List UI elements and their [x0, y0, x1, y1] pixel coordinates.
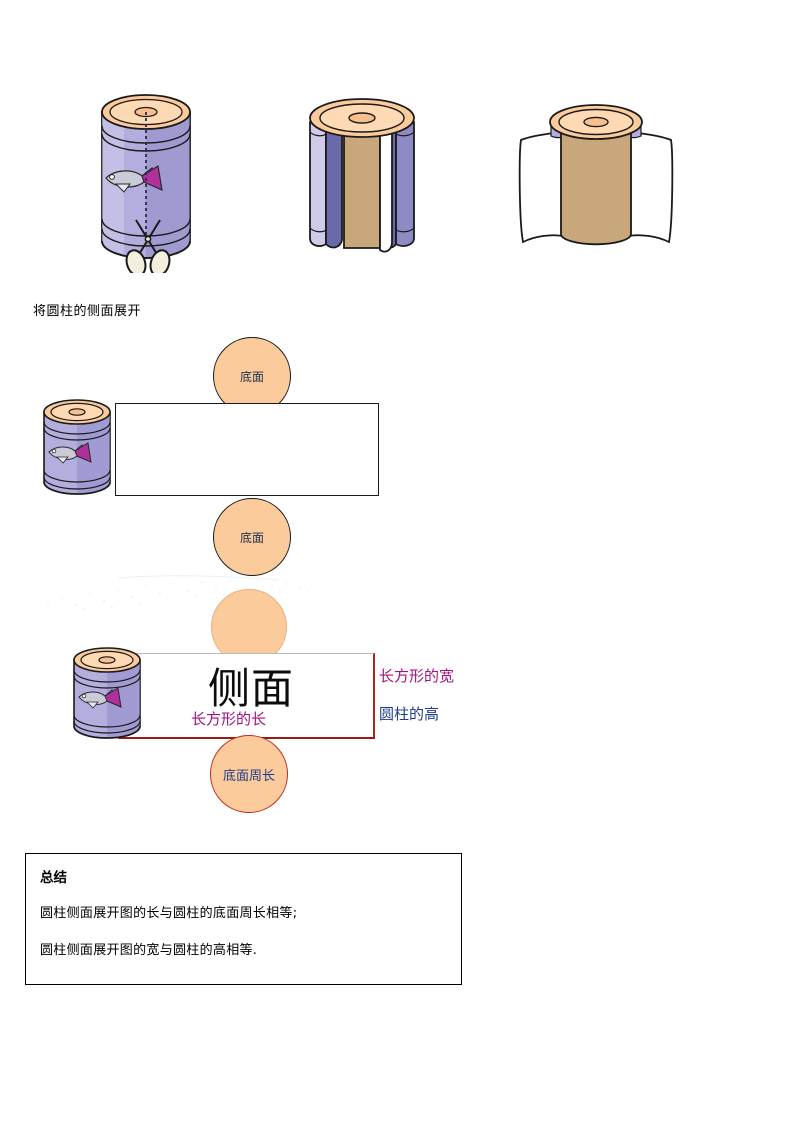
- unfolded-lateral-rectangle: [115, 403, 379, 496]
- fish-icon: [48, 442, 92, 464]
- summary-title: 总结: [40, 870, 67, 886]
- scissors-icon: [125, 219, 171, 273]
- cylinder-step-cut: [101, 94, 191, 273]
- lateral-face-label: 侧面: [208, 664, 295, 713]
- base-circle-top-label: 底面: [239, 369, 264, 384]
- base-circle-bottom-label: 底面: [239, 530, 264, 545]
- fish-can-small-left: [43, 399, 111, 495]
- unfold-instruction-text: 将圆柱的侧面展开: [33, 304, 142, 319]
- summary-panel: 总结 圆柱侧面展开图的长与圆柱的底面周长相等; 圆柱侧面展开图的宽与圆柱的高相等…: [25, 853, 462, 985]
- cylinder-step-peeling: [309, 98, 415, 253]
- base-circle-bottom: 底面: [213, 498, 291, 576]
- fish-can-small-bottom: [73, 647, 141, 739]
- rect-width-label: 长方形的宽: [379, 667, 455, 685]
- base-circumference-circle: 底面周长: [210, 735, 288, 813]
- base-circle-top: 底面: [213, 337, 291, 415]
- base-circumference-label: 底面周长: [222, 768, 275, 784]
- cylinder-height-label: 圆柱的高: [379, 705, 440, 723]
- summary-line-2: 圆柱侧面展开图的宽与圆柱的高相等.: [40, 943, 258, 958]
- decorative-sparkle-band: [47, 575, 315, 611]
- summary-line-1: 圆柱侧面展开图的长与圆柱的底面周长相等;: [40, 906, 298, 921]
- fish-icon: [105, 165, 163, 193]
- fish-icon: [78, 687, 122, 709]
- cylinder-step-unwrapped: [518, 104, 674, 246]
- rect-length-label: 长方形的长: [191, 710, 267, 728]
